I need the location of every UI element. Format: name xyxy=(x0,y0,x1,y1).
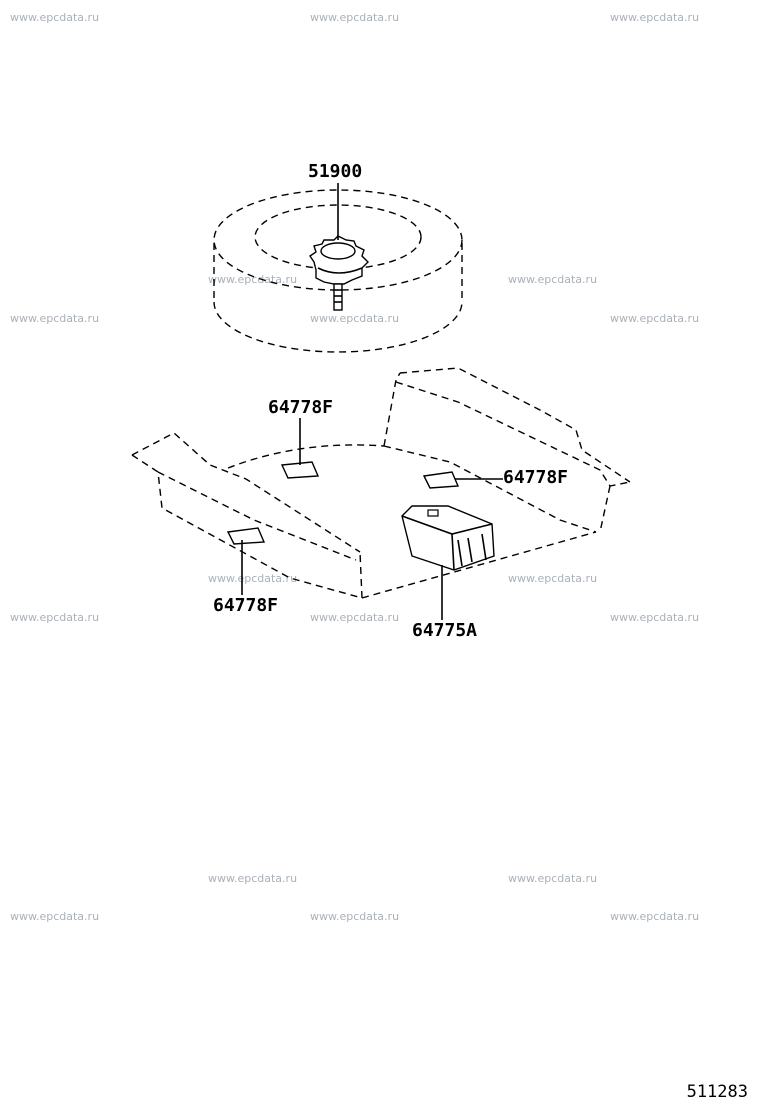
watermark: www.epcdata.ru xyxy=(10,611,100,624)
watermark: www.epcdata.ru xyxy=(10,312,100,325)
spare-tire xyxy=(213,189,463,353)
callout-spare-wheel-lock: 51900 xyxy=(308,161,363,182)
watermark: www.epcdata.ru xyxy=(610,11,700,24)
pad-right xyxy=(422,471,460,489)
callout-pad-left: 64778F xyxy=(213,595,279,616)
pad-left xyxy=(226,527,266,545)
pad-upper xyxy=(280,461,320,479)
wheel-lock-knob xyxy=(309,235,369,311)
tool-box xyxy=(401,505,495,571)
watermark: www.epcdata.ru xyxy=(10,11,100,24)
watermark: www.epcdata.ru xyxy=(508,273,598,286)
luggage-tray xyxy=(131,367,631,599)
watermark: www.epcdata.ru xyxy=(208,572,298,585)
watermark: www.epcdata.ru xyxy=(208,872,298,885)
watermark: www.epcdata.ru xyxy=(610,312,700,325)
callout-pad-upper: 64778F xyxy=(268,397,334,418)
watermark: www.epcdata.ru xyxy=(310,11,400,24)
callout-tool-box: 64775A xyxy=(412,620,478,641)
callout-pad-right: 64778F xyxy=(503,467,569,488)
watermark: www.epcdata.ru xyxy=(310,611,400,624)
watermark: www.epcdata.ru xyxy=(508,872,598,885)
watermark: www.epcdata.ru xyxy=(310,312,400,325)
watermark: www.epcdata.ru xyxy=(610,910,700,923)
watermark: www.epcdata.ru xyxy=(10,910,100,923)
watermark: www.epcdata.ru xyxy=(310,910,400,923)
watermark: www.epcdata.ru xyxy=(508,572,598,585)
figure-number: 511283 xyxy=(686,1082,748,1102)
watermark: www.epcdata.ru xyxy=(610,611,700,624)
